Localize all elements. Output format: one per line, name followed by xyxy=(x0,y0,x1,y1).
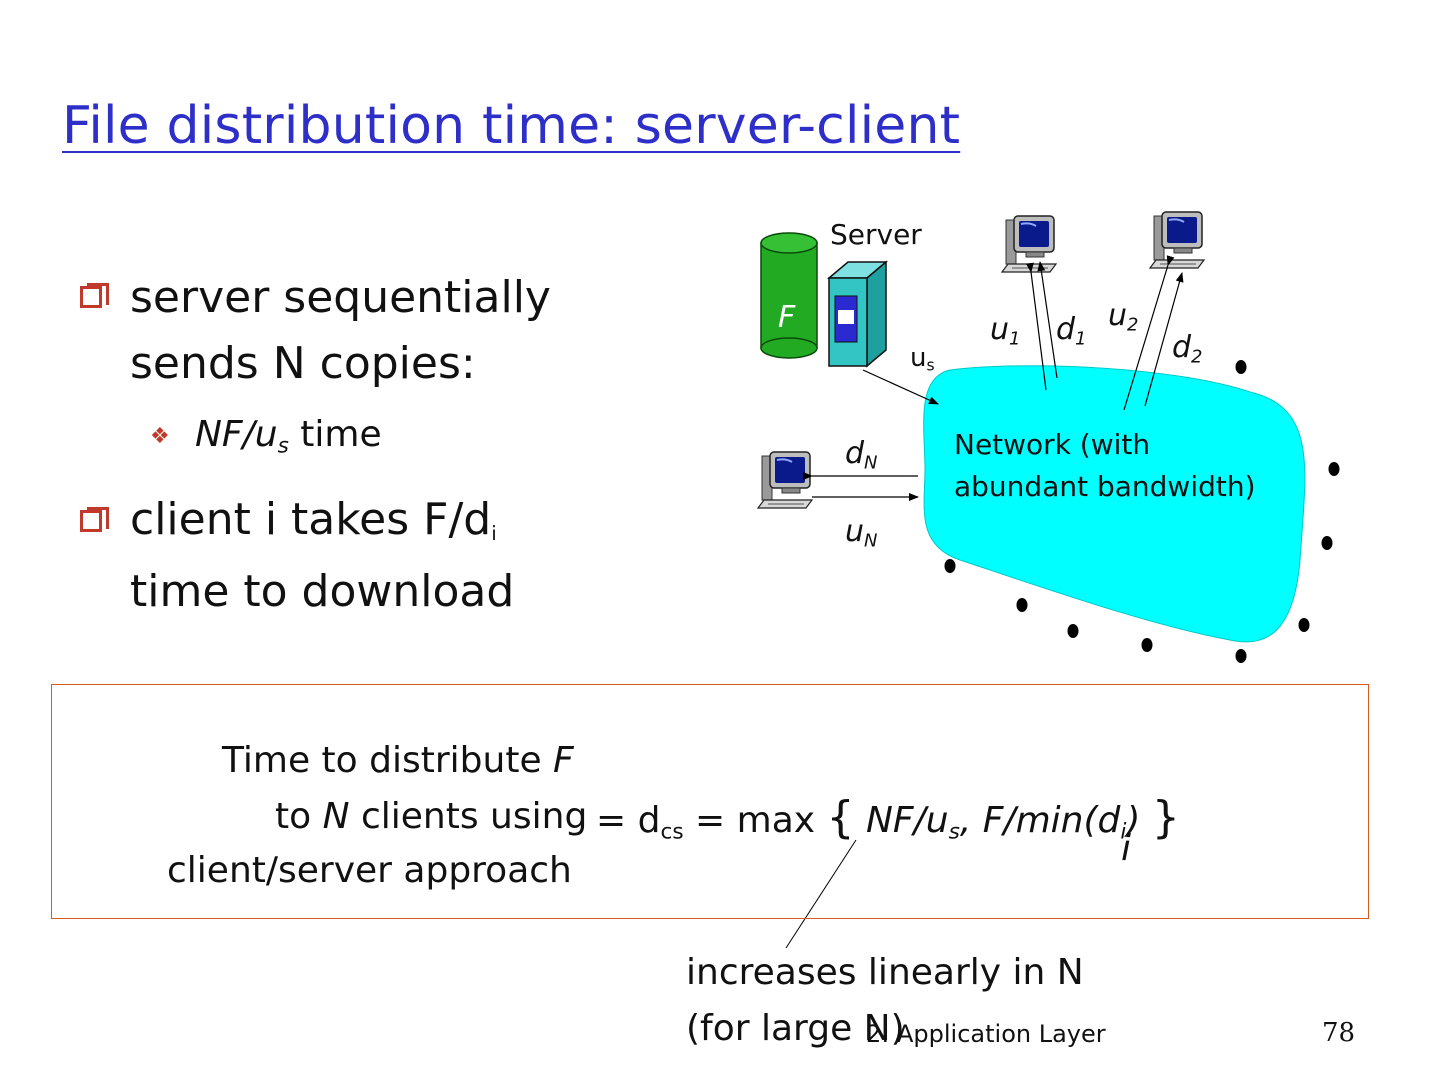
us-arrow xyxy=(862,369,939,405)
footer-label: 2: Application Layer xyxy=(866,1020,1106,1048)
network-label: Network (with abundant bandwidth) xyxy=(954,428,1256,503)
annotation-line-2: (for large N) xyxy=(686,1008,905,1049)
dN-label: dN xyxy=(845,436,878,474)
us-label: us xyxy=(910,343,935,375)
d1-arrow xyxy=(1037,261,1058,379)
formula-equation: = dcs = max { NF/us, F/min(di) } xyxy=(596,792,1180,845)
file-label: F xyxy=(778,300,796,335)
u2-arrow xyxy=(1123,255,1175,411)
u1-label: u1 xyxy=(990,312,1021,350)
u2-label: u2 xyxy=(1108,298,1139,336)
ellipsis-dots xyxy=(944,360,1340,663)
computer-icon xyxy=(757,451,813,509)
d1-label: d1 xyxy=(1056,312,1087,350)
computer-icon xyxy=(1001,215,1057,273)
box-left-line-3: client/server approach xyxy=(167,850,572,891)
d2-label: d2 xyxy=(1172,330,1203,368)
box-left-line-1: Time to distribute F xyxy=(222,740,574,781)
bullet-1-line-2: sends N copies: xyxy=(130,338,476,389)
file-cylinder-icon xyxy=(760,232,818,359)
formula-box xyxy=(51,684,1369,919)
sub-bullet-text: NF/us time xyxy=(195,414,382,459)
bullet-2-line-2: time to download xyxy=(130,566,515,617)
bullet-marker xyxy=(80,283,109,308)
slide-title: File distribution time: server-client xyxy=(62,96,961,156)
uN-label: uN xyxy=(845,514,878,552)
annotation-line-1: increases linearly in N xyxy=(686,952,1084,993)
bullet-2-line-1: client i takes F/di xyxy=(130,494,497,545)
min-index: i xyxy=(1121,828,1132,869)
box-left-line-2: to N clients using xyxy=(275,796,588,837)
computer-icon xyxy=(1149,211,1205,269)
bullet-marker xyxy=(80,507,109,532)
bullet-1-line-1: server sequentially xyxy=(130,272,551,323)
network-cloud xyxy=(923,365,1306,643)
page-number: 78 xyxy=(1322,1018,1356,1048)
u1-arrow xyxy=(1025,262,1047,391)
server-label: Server xyxy=(830,218,922,251)
d2-arrow xyxy=(1144,272,1184,407)
server-tower-icon xyxy=(826,260,889,368)
diamond-bullet-icon: ❖ xyxy=(150,424,170,449)
annotation-pointer xyxy=(785,839,857,949)
